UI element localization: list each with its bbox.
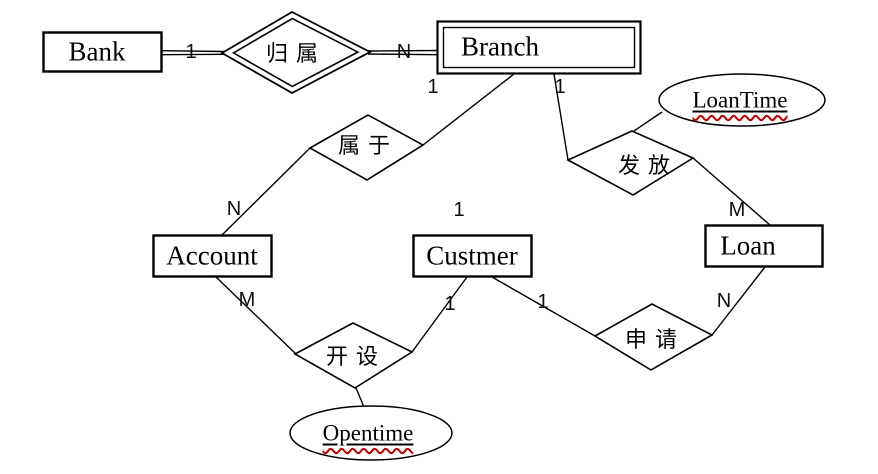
cardinality-custmer-shenqing: 1 [537,291,549,313]
connector-branch-fafang [553,73,569,161]
relationship-shuyu-label: 属于 [337,133,399,158]
entity-bank-label: Bank [68,36,126,67]
entity-loan-label: Loan [720,230,776,261]
connector-loantime-fafang [633,111,663,132]
relationship-fafang-shape[interactable] [566,130,695,196]
relationship-guishu-inner-shape [231,17,360,88]
attribute-loantime-label: LoanTime [692,87,788,113]
cardinality-guishu-branch: N [396,41,412,63]
connector-shuyu-account [221,147,311,236]
relationship-kaishe-label: 开设 [325,344,387,369]
cardinality-custmer-kaishe: 1 [444,293,456,315]
entity-custmer-shape[interactable] [412,234,533,278]
connector-loan-shenqing [711,266,766,336]
entity-custmer-label: Custmer [426,240,518,271]
entity-loan-shape[interactable] [704,224,824,268]
connector-guishu-branch-upper [367,49,438,52]
connector-custmer-kaishe [411,276,468,353]
entity-branch-outer-shape[interactable] [436,20,642,75]
cardinality-bank-guishu: 1 [185,41,197,63]
entity-branch-inner-shape [442,26,636,69]
entity-bank-shape[interactable] [42,31,163,73]
relationship-shenqing-label: 申请 [624,327,686,352]
cardinality-fafang-loan: M [728,199,746,221]
connector-custmer-shenqing [491,276,596,337]
connector-guishu-branch-lower [367,53,438,56]
relationship-guishu-outer-shape[interactable] [220,10,372,95]
connector-account-kaishe [215,276,297,355]
connector-branch-shuyu [422,73,515,146]
attribute-opentime-shape[interactable] [289,405,453,461]
entity-account-shape[interactable] [152,234,273,278]
relationship-kaishe-shape[interactable] [293,322,414,389]
connector-fafang-loan [692,157,771,226]
attribute-opentime-label: Opentime [322,420,414,446]
cardinality-branch-fafang: 1 [554,76,566,98]
cardinality-branch-shuyu: 1 [427,76,439,98]
cardinality-account-kaishe: M [238,289,256,311]
attribute-loantime-shape[interactable] [658,73,826,127]
relationship-fafang-label: 发放 [617,153,679,178]
connector-kaishe-opentime [355,387,365,408]
relationship-shuyu-shape[interactable] [308,114,425,181]
connector-bank-guishu-upper [161,50,225,53]
relationship-guishu-label: 归属 [265,41,327,66]
entity-branch-label: Branch [461,31,539,62]
cardinality-loan-shenqing: N [716,290,732,312]
entity-account-label: Account [166,240,258,271]
cardinality-shuyu-account: N [226,198,242,220]
relationship-shenqing-shape[interactable] [593,303,714,371]
cardinality-custmer-above: 1 [453,199,465,221]
